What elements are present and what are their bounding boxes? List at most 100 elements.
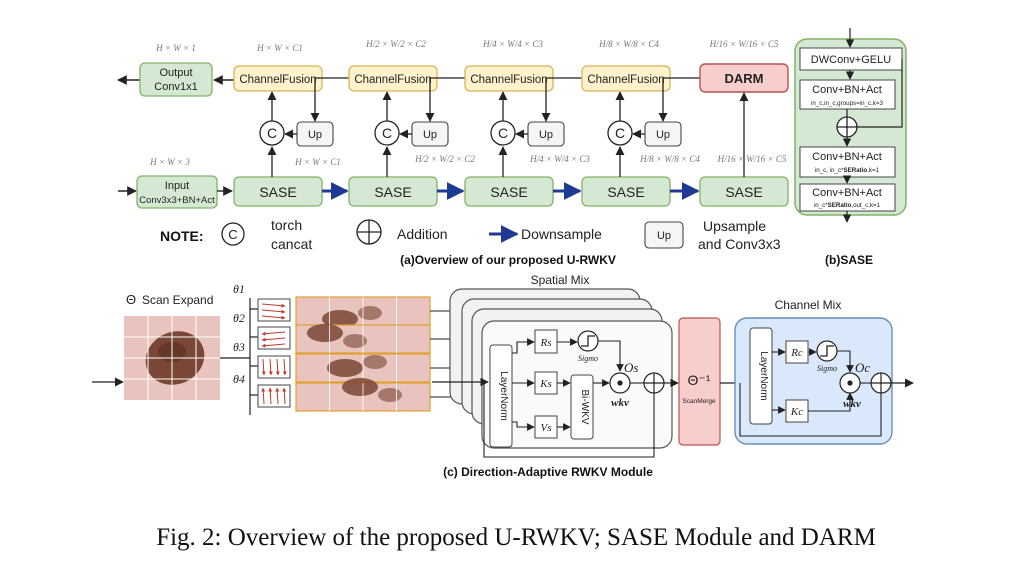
note-upsample-line2: and Conv3x3 bbox=[698, 236, 781, 252]
note-concat-line2: cancat bbox=[271, 236, 312, 252]
conv-block-3-title: Conv+BN+Act bbox=[812, 187, 882, 199]
note-addition-symbol bbox=[356, 219, 382, 245]
spatial-mix-label: Spatial Mix bbox=[531, 273, 590, 287]
up-label-3: Up bbox=[539, 129, 553, 141]
fusion-to-up-2 bbox=[425, 77, 465, 122]
channel-layernorm-label: LayerNorm bbox=[758, 351, 769, 400]
top-dim-3: H/4 × W/4 × C3 bbox=[482, 39, 543, 49]
biwkv-label: Bi-WKV bbox=[579, 390, 590, 425]
channel-mix-panel bbox=[734, 317, 893, 445]
scan-expand-label: Scan Expand bbox=[142, 293, 213, 307]
kc-to-mul bbox=[808, 392, 854, 412]
concat-c-4: C bbox=[615, 125, 625, 141]
darm-label: DARM bbox=[725, 71, 764, 86]
input-label-1: Input bbox=[165, 180, 189, 192]
note-downsample-label: Downsample bbox=[521, 226, 602, 242]
panel-a: Output Conv1x1 H × W × 1 Input Conv3x3+B… bbox=[117, 39, 789, 267]
up-label-2: Up bbox=[423, 129, 437, 141]
sase-label-4: SASE bbox=[607, 184, 644, 200]
top-dim-2: H/2 × W/2 × C2 bbox=[365, 39, 426, 49]
up-label-1: Up bbox=[308, 129, 322, 141]
note-up-block bbox=[644, 221, 684, 249]
figure-caption: Fig. 2: Overview of the proposed U-RWKV;… bbox=[156, 524, 876, 551]
conv-block-2-sub: in_c, in_c*SERatio,k=1 bbox=[815, 167, 880, 174]
bottom-dim-2: H/2 × W/2 × C2 bbox=[414, 154, 475, 164]
conv-block-2-title: Conv+BN+Act bbox=[812, 151, 882, 163]
os-label: Os bbox=[624, 360, 638, 375]
scan-icon-3 bbox=[257, 355, 291, 379]
theta-label-1: θ1 bbox=[233, 282, 245, 296]
darm-block bbox=[699, 63, 789, 93]
concat-c-3: C bbox=[498, 125, 508, 141]
spatial-residual-path bbox=[483, 382, 655, 458]
channel-sigmo-label: Sigmo bbox=[817, 364, 837, 373]
ks-label: Ks bbox=[539, 378, 552, 390]
scan-expand-symbol: Θ bbox=[126, 292, 136, 307]
output-dim: H × W × 1 bbox=[155, 43, 196, 53]
panel-b: DWConv+GELU Conv+BN+Act in_c,in_c,groups… bbox=[794, 28, 907, 267]
concat-c-1: C bbox=[267, 125, 277, 141]
channel-fusion-label-4: ChannelFusion bbox=[587, 74, 664, 86]
sase-residual-path bbox=[857, 59, 903, 128]
panel-b-caption: (b)SASE bbox=[825, 253, 873, 267]
spatial-layernorm-label: LayerNorm bbox=[498, 371, 509, 420]
output-label-1: Output bbox=[159, 67, 192, 79]
bottom-dim-3: H/4 × W/4 × C3 bbox=[529, 154, 590, 164]
fusion-to-up-3 bbox=[541, 77, 582, 122]
panel-a-caption: (a)Overview of our proposed U-RWKV bbox=[400, 253, 616, 267]
scan-direction-rows: θ1 θ2 θ3 θ4 bbox=[233, 282, 482, 415]
channel-layernorm bbox=[749, 327, 773, 425]
bottom-dim-4: H/8 × W/8 × C4 bbox=[639, 154, 700, 164]
ln-to-rs bbox=[512, 338, 535, 354]
spatial-addition-symbol bbox=[643, 372, 665, 394]
dwconv-label: DWConv+GELU bbox=[811, 54, 891, 66]
conv-block-1 bbox=[799, 79, 896, 110]
rs-label: Rs bbox=[540, 337, 552, 349]
sase-label-1: SASE bbox=[259, 184, 296, 200]
rc-label: Rc bbox=[790, 347, 803, 359]
biwkv-block bbox=[570, 374, 594, 440]
note-up-label: Up bbox=[657, 230, 671, 242]
conv-block-3 bbox=[799, 183, 896, 212]
channel-fusion-label-2: ChannelFusion bbox=[354, 74, 431, 86]
note-concat-line1: torch bbox=[271, 217, 302, 233]
up-label-4: Up bbox=[656, 129, 670, 141]
theta-label-3: θ3 bbox=[233, 340, 245, 354]
channel-residual-path bbox=[739, 383, 882, 437]
conv-block-1-title: Conv+BN+Act bbox=[812, 84, 882, 96]
input-lesion-image bbox=[124, 316, 220, 400]
sase-label-5: SASE bbox=[725, 184, 762, 200]
note-addition-label: Addition bbox=[397, 226, 448, 242]
channel-wkv-label: wkv bbox=[843, 398, 861, 410]
scan-icon-4 bbox=[257, 384, 291, 408]
spatial-wkv-label: wkv bbox=[611, 397, 629, 409]
spatial-multiply-symbol bbox=[609, 372, 631, 394]
concat-c-2: C bbox=[382, 125, 392, 141]
top-dim-1: H × W × C1 bbox=[256, 43, 303, 53]
scan-merge-block bbox=[678, 317, 721, 446]
note-upsample-line1: Upsample bbox=[703, 218, 766, 234]
conv-block-2 bbox=[799, 146, 896, 178]
theta-label-2: θ2 bbox=[233, 311, 245, 325]
channel-multiply-symbol bbox=[839, 372, 861, 394]
panel-c: Θ Scan Expand θ1 θ2 θ3 θ4 Spatial Mix Layer… bbox=[92, 273, 914, 479]
sase-addition-symbol bbox=[836, 116, 858, 138]
theta-label-4: θ4 bbox=[233, 372, 245, 386]
top-dim-5: H/16 × W/16 × C5 bbox=[709, 39, 779, 49]
conv-block-3-sub: in_c*SERatio,out_c,k=1 bbox=[814, 202, 881, 209]
top-dim-4: H/8 × W/8 × C4 bbox=[598, 39, 659, 49]
fusion-to-up-4 bbox=[658, 77, 700, 122]
sase-label-2: SASE bbox=[374, 184, 411, 200]
note-concat-c: C bbox=[228, 227, 237, 242]
kc-label: Kc bbox=[790, 406, 803, 418]
input-label-2: Conv3x3+BN+Act bbox=[139, 195, 215, 206]
channel-sigmoid-icon bbox=[816, 340, 838, 362]
note-title: NOTE: bbox=[160, 228, 204, 244]
spatial-layernorm bbox=[489, 344, 513, 448]
scan-merge-label: ScanMerge bbox=[682, 398, 716, 405]
output-block bbox=[139, 62, 213, 97]
ln-to-vs bbox=[512, 421, 535, 431]
oc-label: Oc bbox=[855, 360, 870, 375]
